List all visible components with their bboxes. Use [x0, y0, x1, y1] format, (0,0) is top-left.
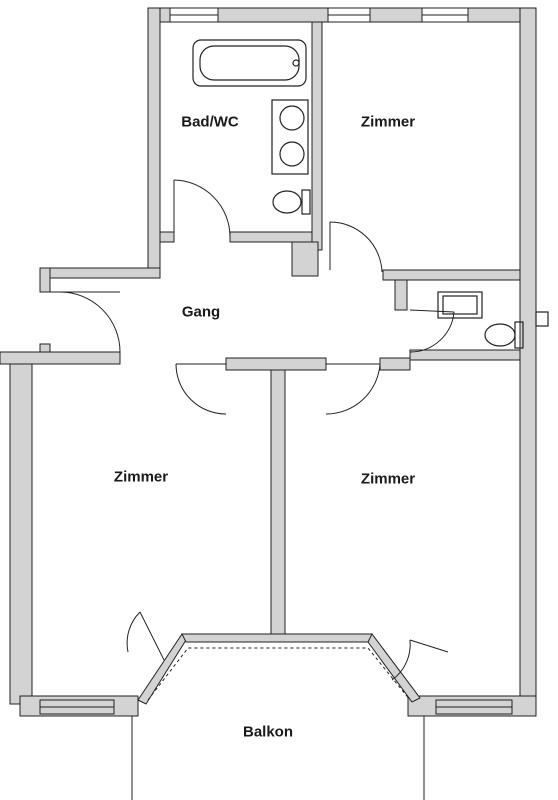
balcony-railing — [131, 647, 425, 800]
walls — [0, 7, 537, 717]
bathtub-icon — [192, 39, 307, 87]
sink-icon — [271, 99, 309, 175]
doors — [50, 179, 455, 681]
wc-sink-icon — [437, 291, 483, 319]
toilet-icon — [272, 190, 302, 214]
room-label-bottom-right: Zimmer — [360, 470, 416, 488]
wc-toilet-icon — [484, 323, 516, 347]
room-label-balcony: Balkon — [242, 723, 294, 741]
fixtures — [192, 39, 549, 349]
room-label-top-right: Zimmer — [360, 113, 416, 131]
windows — [39, 7, 513, 715]
room-label-bathroom: Bad/WC — [181, 113, 239, 131]
room-label-bottom-left: Zimmer — [113, 468, 169, 486]
room-label-hallway: Gang — [181, 303, 221, 321]
